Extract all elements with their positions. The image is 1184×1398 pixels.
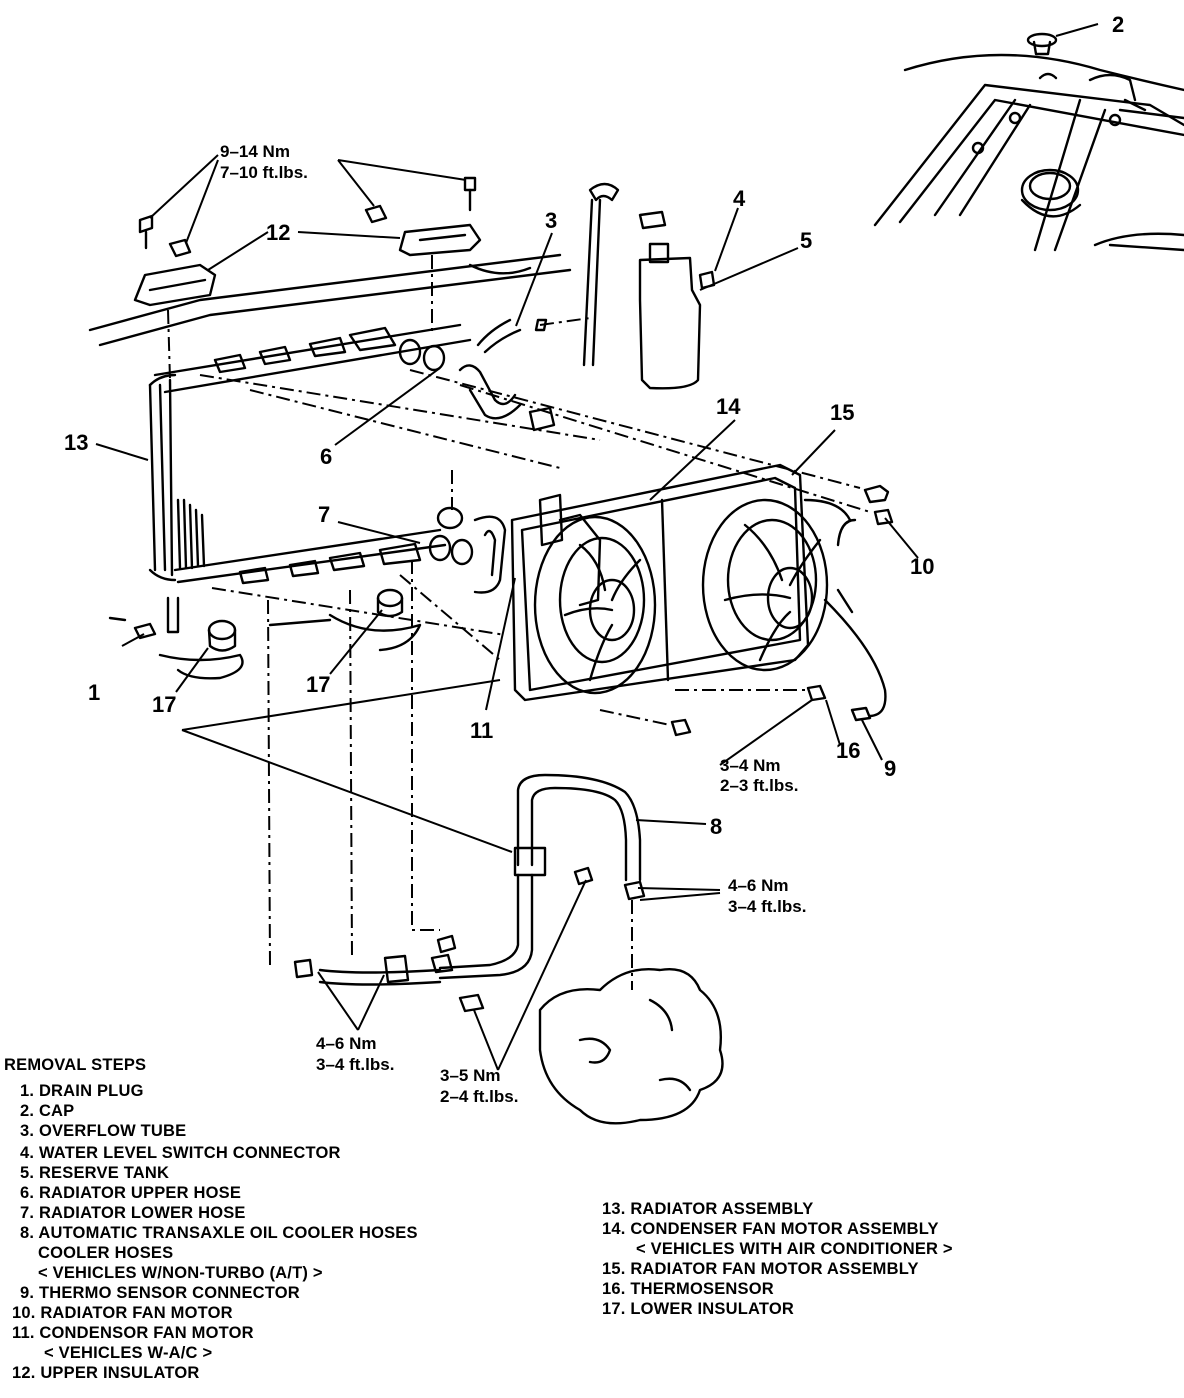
callout-10: 10 bbox=[910, 554, 934, 579]
step-16: 16. THERMOSENSOR bbox=[602, 1280, 774, 1298]
step-11-note: < VEHICLES W-A/C > bbox=[44, 1344, 213, 1362]
callout-3: 3 bbox=[545, 208, 557, 233]
callout-17-right: 17 bbox=[306, 672, 330, 697]
fan-shroud-assembly bbox=[510, 463, 887, 718]
transaxle-case bbox=[538, 968, 724, 1125]
callout-1: 1 bbox=[88, 680, 100, 705]
step-4: 4. WATER LEVEL SWITCH CONNECTOR bbox=[20, 1144, 341, 1162]
torque-3-nm: 4–6 Nm bbox=[728, 876, 788, 895]
oil-cooler-hoses bbox=[293, 773, 646, 1013]
callout-11: 11 bbox=[470, 718, 493, 743]
upper-hose bbox=[398, 338, 556, 432]
callout-12: 12 bbox=[266, 220, 290, 245]
torque-4-nm: 4–6 Nm bbox=[316, 1034, 376, 1053]
upper-insulator-brackets bbox=[133, 176, 482, 307]
radiator-assembly bbox=[108, 323, 472, 640]
step-11: 11. CONDENSOR FAN MOTOR bbox=[12, 1324, 254, 1342]
torque-3-ft: 3–4 ft.lbs. bbox=[728, 897, 806, 916]
fan-bolt bbox=[863, 484, 890, 504]
alignment-lines bbox=[167, 255, 871, 990]
callout-5: 5 bbox=[800, 228, 812, 253]
step-8-sub: COOLER HOSES bbox=[38, 1244, 174, 1262]
step-15: 15. RADIATOR FAN MOTOR ASSEMBLY bbox=[602, 1260, 919, 1278]
step-2: 2. CAP bbox=[20, 1102, 75, 1120]
step-14: 14. CONDENSER FAN MOTOR ASSEMBLY bbox=[602, 1220, 939, 1238]
torque-4-ft: 3–4 ft.lbs. bbox=[316, 1055, 394, 1074]
step-6: 6. RADIATOR UPPER HOSE bbox=[20, 1184, 242, 1202]
callout-numbers: 1 2 3 4 5 6 7 8 9 10 11 12 13 14 15 16 1… bbox=[64, 12, 1124, 839]
callout-15: 15 bbox=[830, 400, 854, 425]
step-1: 1. DRAIN PLUG bbox=[20, 1082, 144, 1100]
step-8: 8. AUTOMATIC TRANSAXLE OIL COOLER HOSES bbox=[20, 1224, 418, 1242]
step-8-note: < VEHICLES W/NON-TURBO (A/T) > bbox=[38, 1264, 323, 1282]
torque-1-nm: 9–14 Nm bbox=[220, 142, 290, 161]
step-14-note: < VEHICLES WITH AIR CONDITIONER > bbox=[636, 1240, 953, 1258]
step-13: 13. RADIATOR ASSEMBLY bbox=[602, 1200, 814, 1218]
callout-8: 8 bbox=[710, 814, 722, 839]
callout-7: 7 bbox=[318, 502, 330, 527]
step-9: 9. THERMO SENSOR CONNECTOR bbox=[20, 1284, 300, 1302]
torque-5-ft: 2–4 ft.lbs. bbox=[440, 1087, 518, 1106]
lower-insulators bbox=[158, 588, 422, 680]
removal-steps-title: REMOVAL STEPS bbox=[4, 1056, 147, 1074]
leader-lines bbox=[95, 23, 1099, 1071]
callout-14: 14 bbox=[716, 394, 741, 419]
callout-6: 6 bbox=[320, 444, 332, 469]
callout-4: 4 bbox=[733, 186, 746, 211]
callout-9: 9 bbox=[884, 756, 896, 781]
step-3: 3. OVERFLOW TUBE bbox=[20, 1122, 187, 1140]
callout-2: 2 bbox=[1112, 12, 1124, 37]
torque-5-nm: 3–5 Nm bbox=[440, 1066, 500, 1085]
reserve-tank bbox=[476, 182, 716, 390]
step-7: 7. RADIATOR LOWER HOSE bbox=[20, 1204, 246, 1222]
lower-hose bbox=[428, 506, 507, 594]
callout-17-left: 17 bbox=[152, 692, 176, 717]
torque-2-nm: 3–4 Nm bbox=[720, 756, 780, 775]
torque-1-ft: 7–10 ft.lbs. bbox=[220, 163, 308, 182]
callout-13: 13 bbox=[64, 430, 88, 455]
callout-16: 16 bbox=[836, 738, 860, 763]
upper-rail bbox=[88, 253, 562, 332]
torque-specs: 9–14 Nm 7–10 ft.lbs. 3–4 Nm 2–3 ft.lbs. … bbox=[220, 142, 806, 1106]
step-12: 12. UPPER INSULATOR bbox=[12, 1364, 200, 1382]
torque-2-ft: 2–3 ft.lbs. bbox=[720, 776, 798, 795]
engine-head-drawing bbox=[873, 32, 1184, 252]
step-5: 5. RESERVE TANK bbox=[20, 1164, 170, 1182]
step-10: 10. RADIATOR FAN MOTOR bbox=[12, 1304, 233, 1322]
step-17: 17. LOWER INSULATOR bbox=[602, 1300, 795, 1318]
